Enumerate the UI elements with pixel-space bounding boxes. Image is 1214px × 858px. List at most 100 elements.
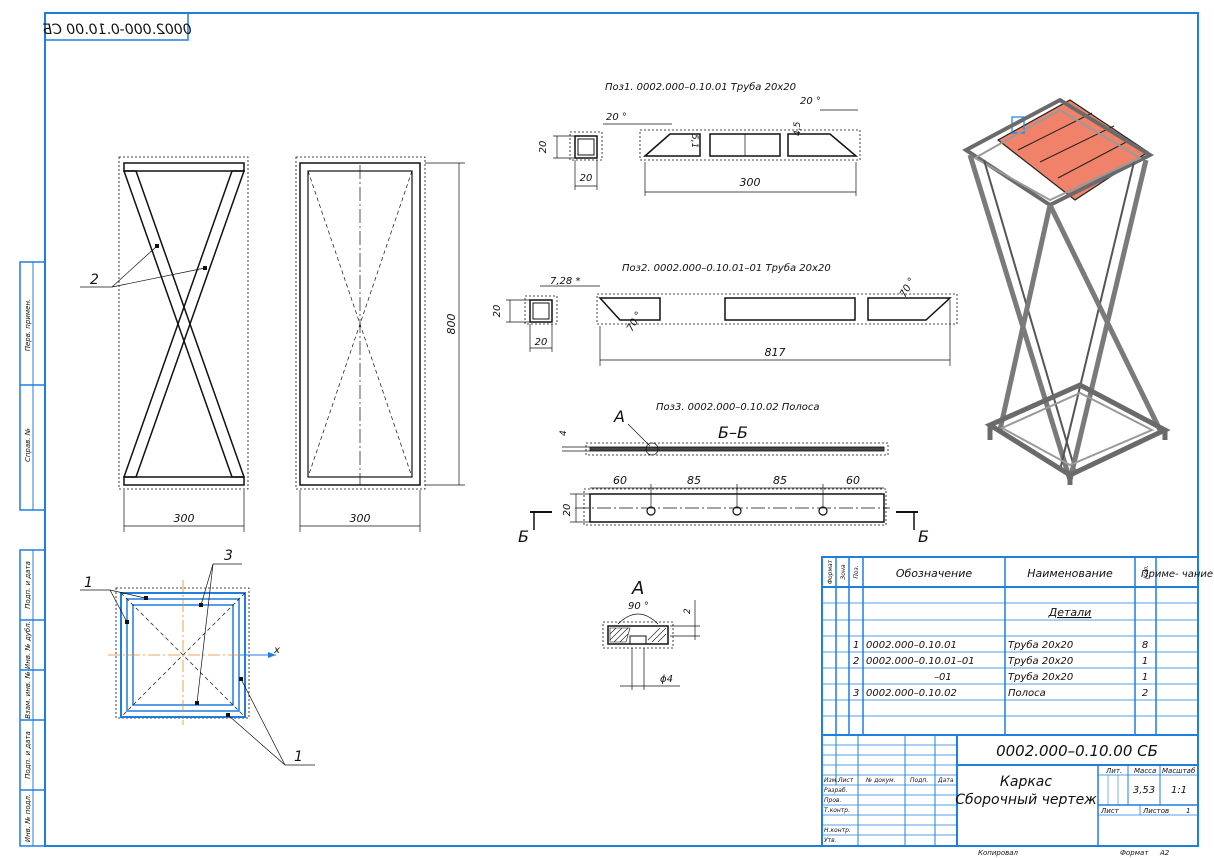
svg-text:x: x [273, 645, 280, 656]
svg-text:Обозначение: Обозначение [896, 567, 973, 580]
front-view: 300 2 [80, 156, 249, 532]
svg-text:20 °: 20 ° [606, 112, 627, 123]
part1-detail: Поз1. 0002.000–0.10.01 Труба 20х20 20 20… [538, 81, 861, 196]
svg-text:300: 300 [740, 176, 761, 189]
svg-text:Труба 20х20: Труба 20х20 [1008, 655, 1073, 667]
part2-detail: Поз2. 0002.000–0.10.01–01 Труба 20х20 20… [492, 262, 958, 366]
svg-text:№ докум.: № докум. [865, 777, 896, 784]
svg-text:0002.000–0.10.00 СБ: 0002.000–0.10.00 СБ [996, 742, 1158, 760]
svg-text:ϕ4: ϕ4 [660, 674, 673, 685]
svg-text:Подп. и дата: Подп. и дата [24, 561, 32, 609]
svg-text:20: 20 [535, 337, 548, 348]
svg-text:Поз1. 0002.000–0.10.01 Труба 2: Поз1. 0002.000–0.10.01 Труба 20х20 [605, 81, 796, 93]
svg-text:Подп.: Подп. [910, 777, 928, 784]
svg-text:85: 85 [687, 474, 701, 487]
svg-text:70 °: 70 ° [898, 276, 918, 300]
svg-text:Инв. № дубл.: Инв. № дубл. [24, 621, 32, 669]
svg-text:300: 300 [174, 512, 195, 525]
svg-text:0002.000–0.10.01–01: 0002.000–0.10.01–01 [866, 656, 975, 667]
svg-text:Лист: Лист [837, 777, 854, 784]
svg-text:Лист: Лист [1100, 807, 1120, 815]
svg-text:Поз.: Поз. [853, 565, 860, 578]
part3-detail: Поз3. 0002.000–0.10.02 Полоса А Б–Б 4 60… [518, 402, 929, 546]
svg-text:1: 1 [84, 575, 93, 591]
svg-text:Масштаб: Масштаб [1162, 767, 1196, 775]
svg-text:Утв.: Утв. [824, 837, 837, 844]
svg-text:Б: Б [918, 527, 929, 546]
svg-text:Сборочный чертеж: Сборочный чертеж [955, 792, 1097, 808]
svg-text:1: 1 [1142, 656, 1148, 667]
svg-text:А: А [631, 578, 644, 599]
title-block: Изм. Лист № докум. Подп. Дата Разраб. Пр… [821, 734, 1199, 857]
svg-text:Труба 20х20: Труба 20х20 [1008, 671, 1073, 683]
svg-text:Б–Б: Б–Б [718, 423, 748, 442]
code-box [44, 12, 189, 41]
svg-text:20: 20 [580, 173, 593, 184]
svg-text:Кол.: Кол. [1143, 565, 1150, 579]
svg-text:3,53: 3,53 [1133, 785, 1155, 796]
svg-text:Подп. и дата: Подп. и дата [24, 731, 32, 779]
svg-text:Пров.: Пров. [824, 797, 842, 804]
svg-text:Н.контр.: Н.контр. [824, 827, 851, 834]
svg-text:1:1: 1:1 [1171, 785, 1187, 796]
svg-text:1: 1 [1186, 807, 1190, 815]
svg-text:300: 300 [350, 512, 371, 525]
svg-text:3: 3 [853, 688, 859, 699]
svg-text:Т.контр.: Т.контр. [824, 807, 850, 814]
svg-text:Масса: Масса [1134, 767, 1156, 775]
svg-text:Взам. инв. №: Взам. инв. № [24, 671, 32, 719]
svg-text:0002.000–0.10.01: 0002.000–0.10.01 [866, 640, 957, 651]
svg-text:800: 800 [445, 314, 458, 335]
svg-text:Лит.: Лит. [1105, 767, 1122, 775]
mirrored-doc-code: 0002.000-0.10.00 СБ [42, 22, 191, 38]
svg-text:Наименование: Наименование [1027, 567, 1113, 580]
svg-text:3: 3 [224, 548, 233, 564]
svg-text:Инв. № подл.: Инв. № подл. [24, 794, 32, 842]
svg-text:8: 8 [1142, 640, 1148, 651]
svg-text:Детали: Детали [1048, 606, 1092, 619]
svg-text:Каркас: Каркас [1000, 774, 1052, 790]
svg-text:Листов: Листов [1142, 807, 1169, 815]
svg-text:20: 20 [492, 305, 503, 318]
svg-text:7,28 *: 7,28 * [550, 276, 580, 287]
svg-text:Справ. №: Справ. № [24, 428, 32, 462]
svg-text:85: 85 [773, 474, 787, 487]
svg-text:2: 2 [90, 272, 99, 288]
svg-text:4: 4 [559, 430, 569, 436]
svg-text:Труба 20х20: Труба 20х20 [1008, 639, 1073, 651]
svg-text:5,1: 5,1 [689, 134, 699, 148]
plan-view: x 1 3 1 [80, 548, 315, 766]
detail-a: А 90 ° 2 ϕ4 [602, 578, 700, 690]
svg-text:1: 1 [1142, 672, 1148, 683]
svg-text:A2: A2 [1159, 849, 1170, 857]
svg-text:70 °: 70 ° [625, 310, 645, 334]
svg-text:2: 2 [1142, 688, 1148, 699]
svg-text:Перв. примен.: Перв. примен. [24, 299, 32, 352]
svg-text:4,5: 4,5 [793, 121, 803, 136]
svg-text:–01: –01 [934, 672, 952, 683]
svg-text:Изм.: Изм. [824, 777, 838, 784]
svg-text:Копировал: Копировал [978, 849, 1019, 857]
svg-text:90 °: 90 ° [628, 601, 649, 612]
svg-text:А: А [613, 407, 625, 426]
svg-text:Приме- чание: Приме- чание [1141, 569, 1213, 580]
svg-text:0002.000–0.10.02: 0002.000–0.10.02 [866, 688, 957, 699]
svg-text:20: 20 [538, 141, 549, 154]
svg-text:60: 60 [846, 474, 860, 487]
svg-text:Дата: Дата [937, 777, 954, 784]
svg-text:Б: Б [518, 527, 529, 546]
svg-text:20 °: 20 ° [800, 96, 821, 107]
svg-text:Зона: Зона [840, 564, 847, 579]
svg-text:Поз2. 0002.000–0.10.01–01 Труб: Поз2. 0002.000–0.10.01–01 Труба 20х20 [622, 262, 831, 274]
svg-text:2: 2 [683, 608, 693, 614]
svg-text:1: 1 [853, 640, 859, 651]
side-strip: Перв. примен. Справ. № Подп. и дата Инв.… [19, 261, 46, 847]
isometric-view [962, 97, 1171, 485]
svg-text:1: 1 [294, 749, 303, 765]
svg-text:Полоса: Полоса [1008, 688, 1046, 699]
side-view: 300 800 [295, 156, 465, 532]
svg-text:Формат: Формат [827, 559, 834, 584]
svg-text:60: 60 [613, 474, 627, 487]
svg-text:Разраб.: Разраб. [824, 787, 848, 794]
